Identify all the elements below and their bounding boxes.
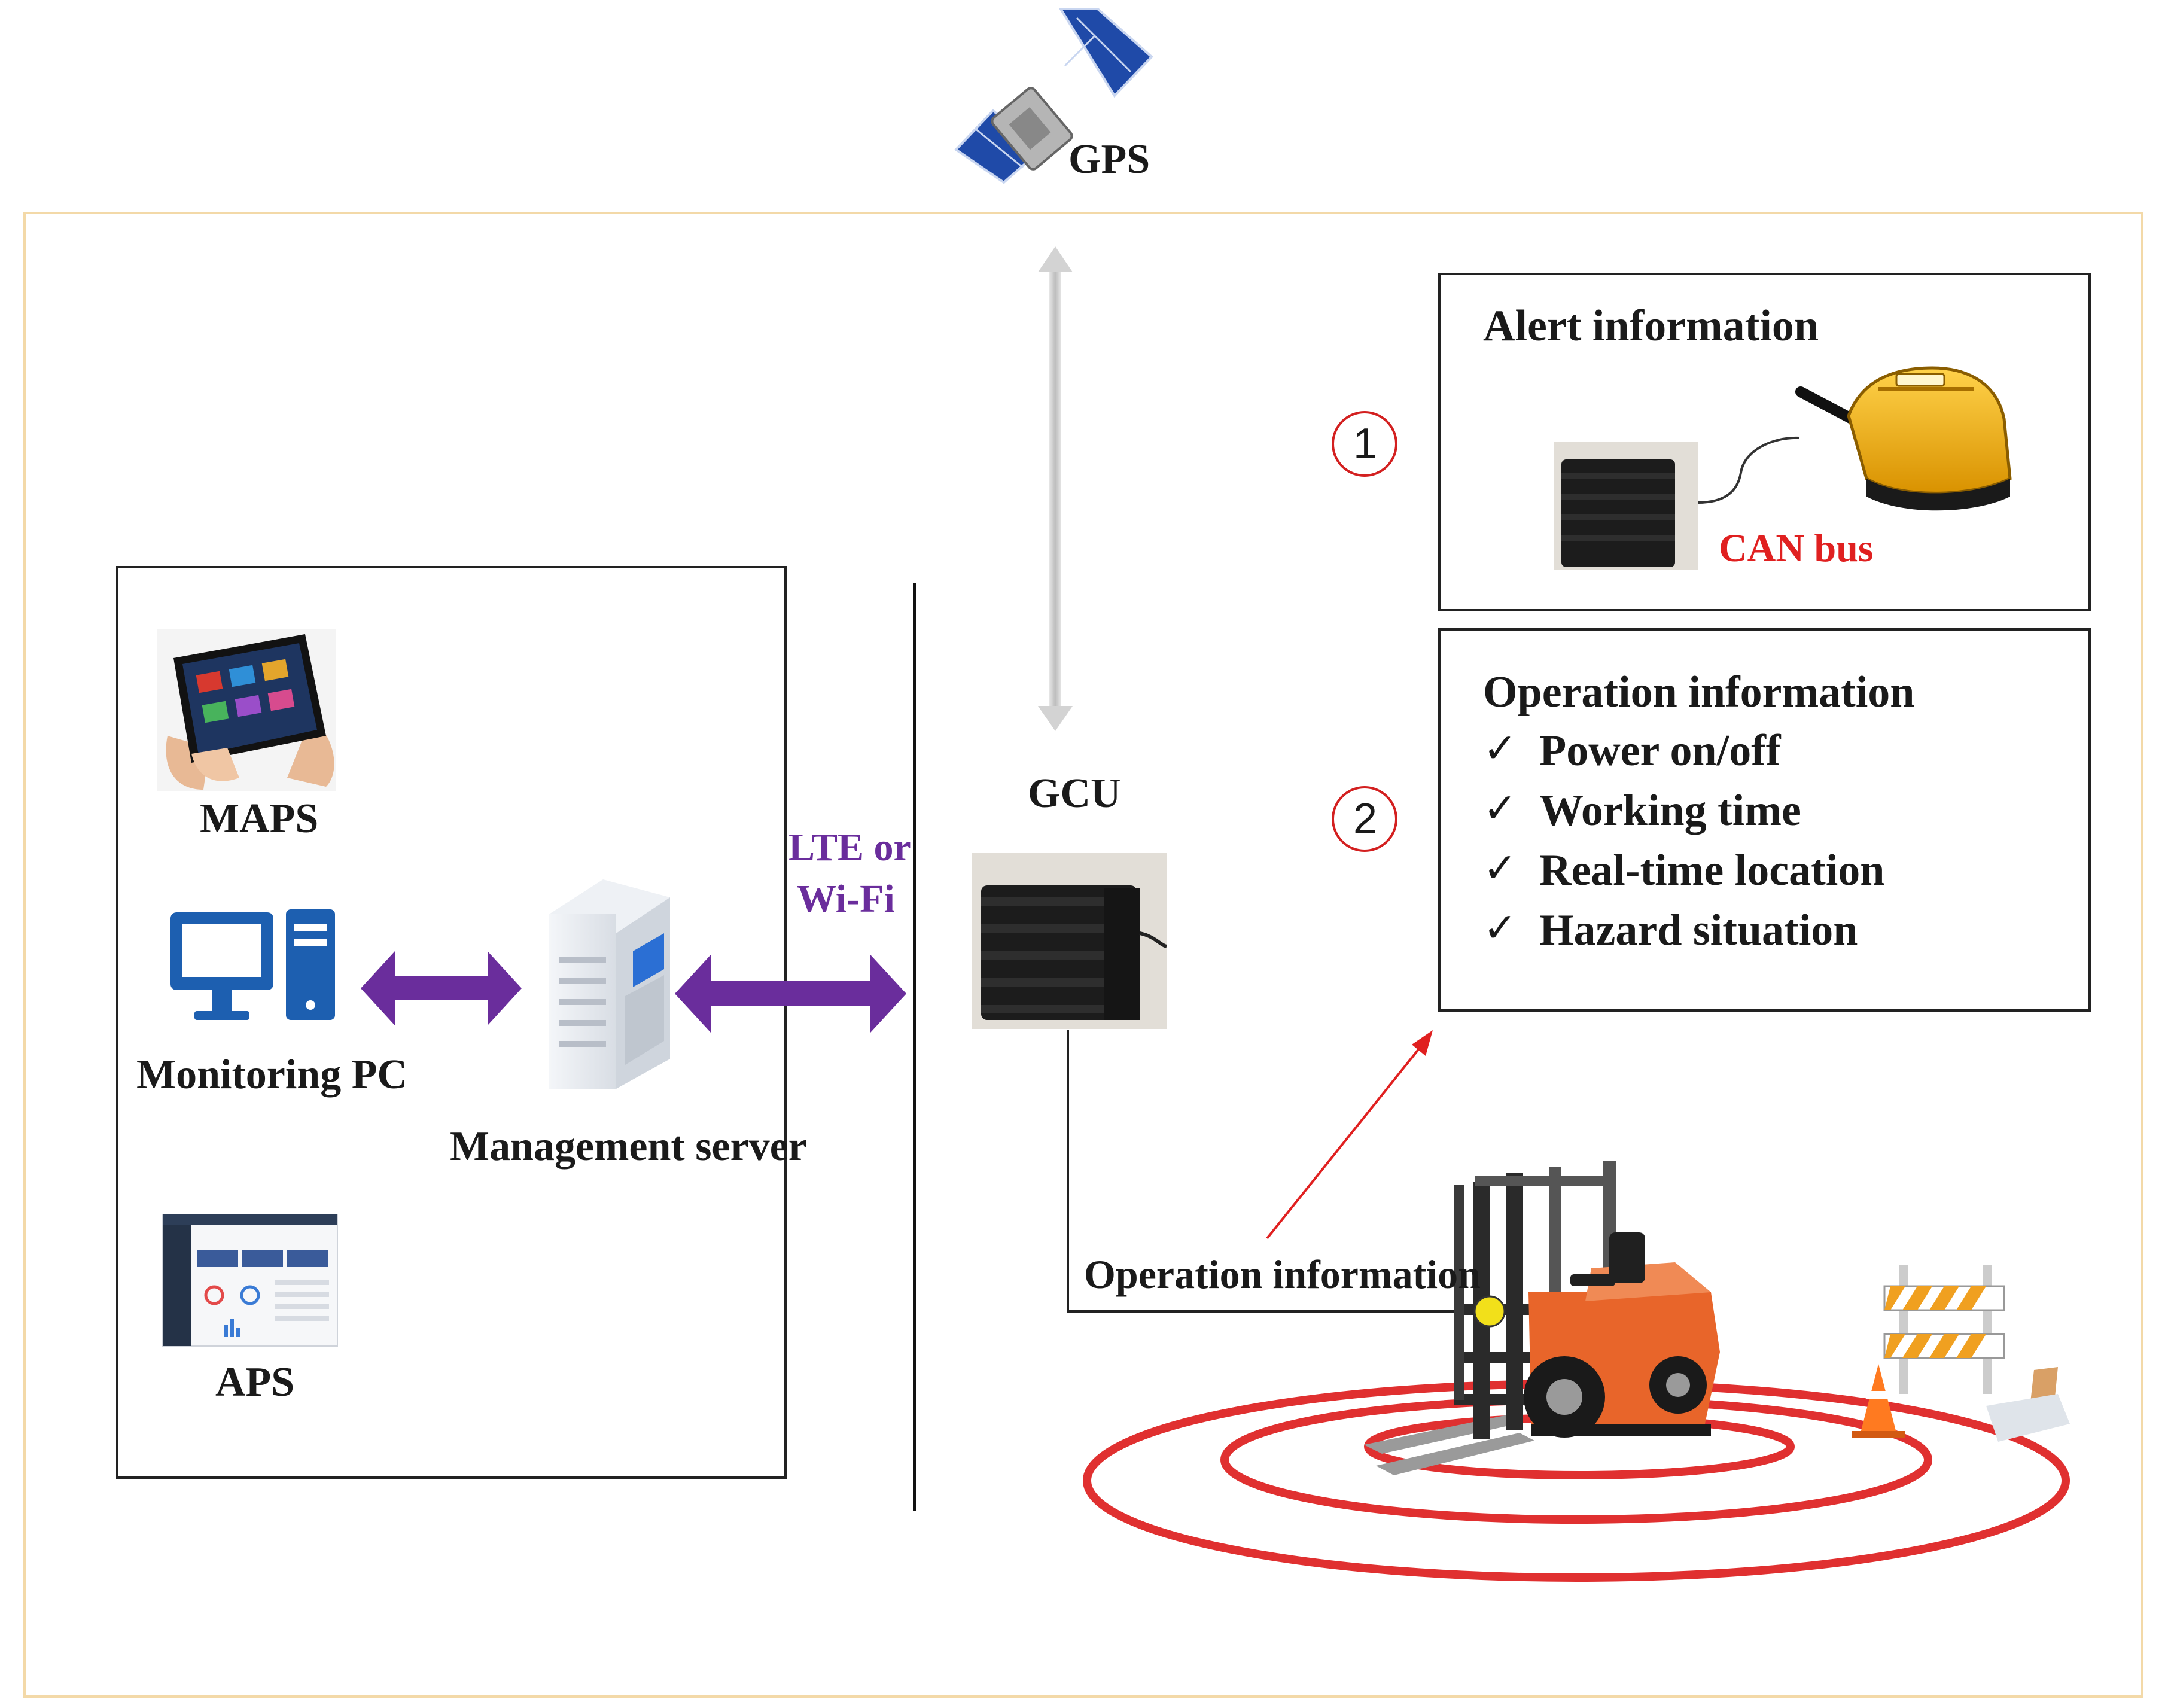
road-barrier-icon	[1852, 1265, 2070, 1442]
gcu-label: GCU	[1028, 771, 1121, 817]
monitoring-pc-icon	[170, 909, 335, 1020]
operation-item-text: Power on/off	[1539, 726, 1781, 775]
satellite-icon	[954, 8, 1153, 184]
outer-frame	[23, 212, 2143, 1698]
lte-label-line1: LTE or	[788, 826, 911, 869]
lte-label-line2: Wi-Fi	[797, 877, 895, 921]
maps-label: MAPS	[200, 796, 319, 842]
operation-box	[1438, 628, 2091, 1012]
operation-number-circle	[1332, 786, 1397, 852]
aps-dashboard-icon	[162, 1214, 338, 1347]
alert-box	[1438, 273, 2091, 611]
operation-number: 2	[1353, 795, 1378, 843]
check-icon: ✓	[1483, 905, 1517, 952]
tablet-icon	[157, 629, 336, 791]
operation-item-text: Real-time location	[1539, 846, 1885, 895]
pc-server-arrow	[361, 951, 522, 1025]
alert-sensor-icon	[1795, 366, 2012, 511]
operation-link-line	[1067, 1030, 1457, 1313]
check-icon: ✓	[1483, 845, 1517, 892]
gcu-device-icon	[972, 853, 1167, 1029]
gps-gcu-arrow	[1038, 246, 1073, 731]
forklift-icon	[1364, 1161, 1720, 1475]
operation-box-title: Operation information	[1483, 668, 1915, 717]
alert-number: 1	[1353, 420, 1378, 468]
alert-box-title: Alert information	[1483, 302, 1819, 351]
lte-wifi-arrow	[675, 955, 906, 1033]
alert-number-circle	[1332, 411, 1397, 477]
aps-label: APS	[215, 1359, 295, 1405]
management-server-label: Management server	[450, 1124, 807, 1170]
check-icon: ✓	[1483, 785, 1517, 832]
gps-label: GPS	[1068, 136, 1150, 182]
alert-gcu-device-icon	[1554, 442, 1698, 570]
hazard-alert-arrow	[1266, 1030, 1433, 1240]
can-bus-cable	[1697, 436, 1800, 504]
operation-information-link-label: Operation information	[1084, 1252, 1481, 1297]
management-box	[116, 566, 787, 1479]
operation-item-text: Hazard situation	[1539, 906, 1858, 955]
check-icon: ✓	[1483, 725, 1517, 772]
server-icon	[549, 879, 670, 1089]
monitoring-pc-label: Monitoring PC	[136, 1052, 408, 1098]
can-bus-label: CAN bus	[1719, 526, 1874, 570]
operation-item-text: Working time	[1539, 786, 1801, 835]
